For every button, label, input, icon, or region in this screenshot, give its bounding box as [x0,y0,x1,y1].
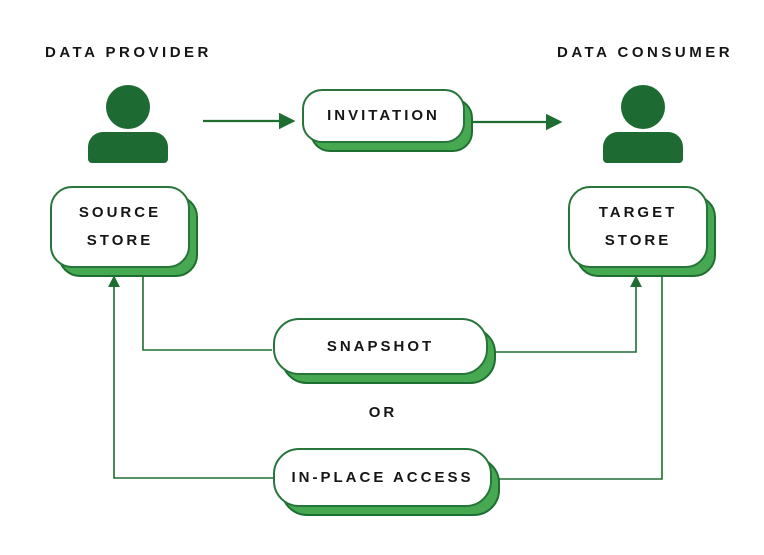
node-face: TARGET STORE [568,186,708,268]
target-store-label-line1: TARGET [598,204,678,221]
consumer-label: DATA CONSUMER [557,44,734,61]
target-store-node: TARGET STORE [568,186,716,277]
target-store-label-line2: STORE [604,232,672,249]
person-head-icon [621,85,665,129]
node-face: SOURCE STORE [50,186,190,268]
provider-label: DATA PROVIDER [45,44,212,61]
person-head-icon [106,85,150,129]
source-store-label-line1: SOURCE [78,204,162,221]
edge-inplace-to-source [108,275,273,479]
invitation-node: INVITATION [302,89,473,152]
snapshot-node: SNAPSHOT [273,318,496,384]
or-label: OR [368,404,398,421]
source-store-node: SOURCE STORE [50,186,198,277]
node-face: INVITATION [302,89,465,143]
snapshot-node-label: SNAPSHOT [326,337,435,355]
source-store-label-line2: STORE [86,232,154,249]
provider-person-icon [88,85,168,163]
invitation-node-label: INVITATION [327,107,440,124]
consumer-person-icon [603,85,683,163]
in-place-access-node-label: IN-PLACE ACCESS [291,468,474,486]
person-torso-icon [603,132,683,163]
node-face: IN-PLACE ACCESS [273,448,492,507]
in-place-access-node: IN-PLACE ACCESS [273,448,500,516]
edge-source-to-snapshot [142,268,272,351]
edge-snapshot-to-target [488,275,642,353]
edge-target-to-inplace [493,268,663,480]
node-face: SNAPSHOT [273,318,488,375]
person-torso-icon [88,132,168,163]
